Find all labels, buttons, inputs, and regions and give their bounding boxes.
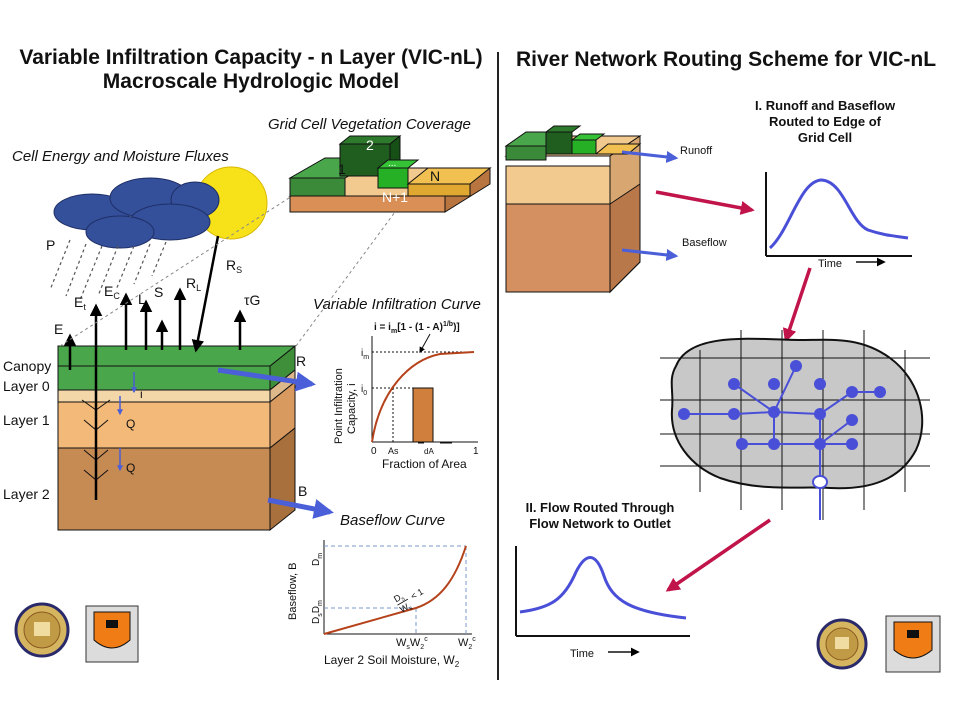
infiltration-ylabel-1: Point Infiltration	[333, 368, 345, 444]
routed-runoff-arrow	[621, 150, 679, 163]
right-title: River Network Routing Scheme for VIC-nL	[515, 48, 937, 71]
baseflow-arrow	[267, 497, 334, 519]
left-title: Variable Infiltration Capacity - n Layer…	[8, 46, 494, 94]
step2-heading: II. Flow Routed Through Flow Network to …	[500, 500, 700, 532]
route-arrow-1	[655, 190, 755, 215]
infiltration-xlabel: Fraction of Area	[382, 457, 467, 471]
left-title-line2: Macroscale Hydrologic Model	[102, 70, 400, 93]
infiltration-xtick-da: dA	[424, 447, 434, 456]
ucb-seal-icon	[816, 618, 868, 670]
baseflow-ratio-num: Ds	[392, 591, 406, 606]
infiltration-xtick-0: 0	[371, 446, 377, 457]
tile-label-n1: N+1	[382, 189, 408, 205]
baseflow-dsdm: DsDm	[311, 600, 324, 624]
time-label-2: Time	[570, 648, 594, 660]
infiltration-ytick-im: im	[361, 348, 369, 361]
cloud-icon	[53, 177, 220, 249]
baseflow-ratio-lt: < 1	[409, 586, 425, 601]
infiltration-formula: i = im[1 - (1 - A)1/b)]	[374, 321, 460, 335]
tile-label-1: 1	[338, 161, 346, 177]
baseflow-labels: Baseflow, B Dm DsDm Ds < 1 Ws WsW2c W2c …	[287, 553, 476, 669]
tile-label-n: N	[430, 168, 440, 184]
step1-line2: Routed to Edge of	[769, 114, 881, 129]
flux-label-rl: RL	[186, 275, 201, 293]
route-arrow-3	[665, 518, 771, 592]
step2-line2: Flow Network to Outlet	[529, 516, 671, 531]
flux-label-rs: RS	[226, 257, 242, 275]
flux-label-q1: Q	[126, 417, 135, 431]
flux-label-l: L	[138, 291, 146, 307]
baseflow-label: Baseflow	[682, 237, 727, 249]
flux-label-b: B	[298, 483, 307, 499]
time-label-1: Time	[818, 258, 842, 270]
infiltration-ytick-i0: i0	[361, 384, 367, 397]
flux-label-p: P	[46, 237, 55, 253]
flux-label-e: E	[54, 321, 63, 337]
baseflow-xtick-w2c: W2c	[458, 636, 476, 651]
infiltration-chart	[371, 333, 478, 444]
vegetation-heading: Grid Cell Vegetation Coverage	[268, 116, 471, 133]
routed-baseflow-arrow	[621, 248, 679, 261]
flux-label-i: i	[140, 387, 143, 401]
princeton-shield-icon	[85, 605, 139, 663]
infiltration-curve	[371, 351, 475, 443]
layer-label-1: Layer 1	[3, 412, 50, 428]
flux-label-r: R	[296, 353, 306, 369]
flux-text: P EC Et E L S RL RS τG R B i Q Q	[46, 237, 307, 499]
panel-divider	[497, 52, 499, 680]
baseflow-ratio-den: Ws	[398, 600, 414, 616]
baseflow-xtick-wsw2: WsW2c	[396, 636, 428, 651]
infiltration-xtick-1: 1	[473, 446, 479, 457]
baseflow-curve	[323, 545, 467, 635]
infiltration-da-area	[412, 387, 434, 443]
vegetation-tile-labels: 2 1 ... N N+1	[338, 137, 440, 205]
flow-network	[660, 330, 930, 520]
baseflow-ylabel: Baseflow, B	[287, 563, 299, 620]
baseflow-dm: Dm	[311, 553, 324, 566]
layer-label-canopy: Canopy	[3, 358, 52, 374]
baseflow-heading: Baseflow Curve	[340, 512, 446, 529]
step1-heading: I. Runoff and Baseflow Routed to Edge of…	[730, 98, 920, 146]
layer-label-0: Layer 0	[3, 378, 50, 394]
flux-label-et: Et	[74, 294, 86, 312]
flux-arrows	[63, 235, 247, 500]
runoff-label: Runoff	[680, 145, 713, 157]
step1-line1: I. Runoff and Baseflow	[754, 98, 896, 113]
baseflow-xlabel: Layer 2 Soil Moisture, W2	[324, 653, 460, 669]
drainage-arrows	[117, 372, 137, 472]
tile-label-2: 2	[366, 137, 374, 153]
projection-line-right	[295, 211, 396, 347]
rain-streaks	[49, 239, 167, 301]
left-title-line1: Variable Infiltration Capacity - n Layer…	[19, 46, 483, 69]
step2-line1: II. Flow Routed Through	[525, 500, 675, 515]
soil-column	[57, 344, 297, 532]
flux-label-q2: Q	[126, 461, 135, 475]
runoff-arrow	[217, 367, 316, 392]
infiltration-labels: i = im[1 - (1 - A)1/b)] Point Infiltrati…	[333, 321, 479, 471]
infiltration-ylabel-2: Capacity, i	[346, 383, 358, 434]
outlet-icon	[812, 475, 828, 489]
tile-label-dots: ...	[388, 158, 396, 169]
baseflow-chart	[323, 540, 472, 635]
step1-line3: Grid Cell	[797, 130, 853, 145]
grid-cell-block	[504, 125, 642, 294]
princeton-shield-icon	[885, 615, 941, 673]
hydrograph-1	[765, 172, 912, 267]
flux-label-tg: τG	[244, 292, 260, 308]
infiltration-xtick-as: As	[388, 446, 399, 456]
flux-label-ec: EC	[104, 283, 120, 301]
layer-label-2: Layer 2	[3, 486, 50, 502]
infiltration-heading: Variable Infiltration Curve	[313, 296, 481, 313]
hydrograph-2	[515, 546, 690, 657]
ucb-seal-icon	[14, 602, 70, 658]
projection-line-left	[59, 195, 293, 347]
route-arrow-2	[782, 267, 812, 343]
flux-label-s: S	[154, 284, 163, 300]
fluxes-heading: Cell Energy and Moisture Fluxes	[12, 148, 229, 165]
vegetation-tile	[288, 134, 492, 213]
